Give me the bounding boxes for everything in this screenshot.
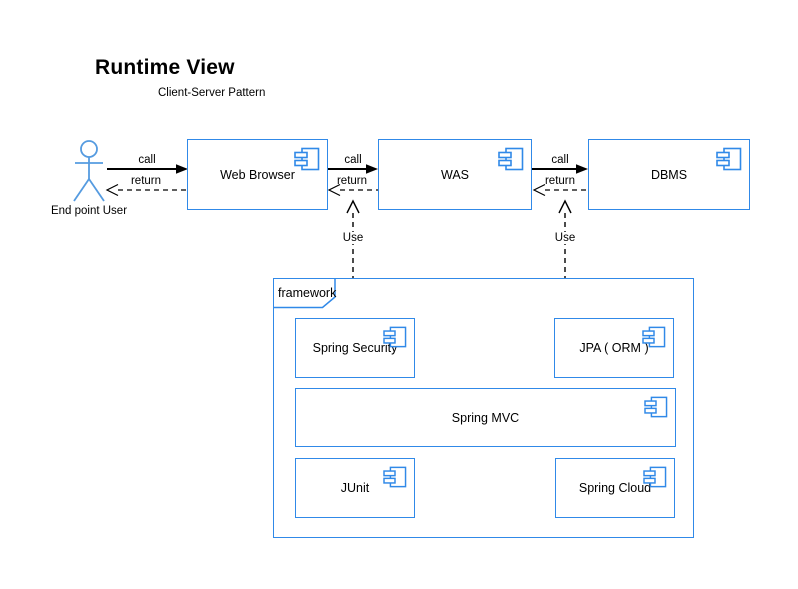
component-label: Spring Security (312, 341, 398, 355)
component-junit: JUnit (295, 458, 415, 518)
component-icon (642, 326, 666, 348)
component-label: Spring MVC (451, 410, 520, 425)
component-label: JUnit (340, 481, 370, 495)
use-label: Use (551, 232, 579, 244)
component-label: Spring Cloud (578, 481, 652, 495)
component-icon (383, 466, 407, 488)
component-spring-security: Spring Security (295, 318, 415, 378)
component-label: DBMS (650, 167, 688, 182)
return-label: return (336, 175, 368, 187)
component-icon (716, 147, 742, 171)
call-arrow-webbrowser-was (328, 164, 378, 174)
framework-tab-outline (273, 279, 336, 309)
component-spring-mvc: Spring MVC (295, 388, 676, 447)
actor-label: End point User (50, 205, 128, 217)
component-label: JPA ( ORM ) (579, 341, 649, 355)
component-icon (383, 326, 407, 348)
call-arrow-was-dbms (532, 164, 588, 174)
call-arrow-user-webbrowser (107, 164, 188, 174)
actor-figure-icon (73, 140, 105, 202)
diagram-title: Runtime View (95, 56, 235, 79)
component-dbms: DBMS (588, 139, 750, 210)
use-arrow-framework-dbms (558, 199, 572, 278)
return-arrow-webbrowser-user (105, 183, 187, 197)
use-arrow-framework-was (346, 199, 360, 278)
component-jpa-orm: JPA ( ORM ) (554, 318, 674, 378)
call-label: call (551, 154, 569, 166)
call-label: call (344, 154, 362, 166)
component-icon (498, 147, 524, 171)
framework-package-label: framework (278, 286, 337, 300)
component-spring-cloud: Spring Cloud (555, 458, 675, 518)
call-label: call (138, 154, 156, 166)
component-label: Web Browser (220, 167, 295, 182)
return-label: return (544, 175, 576, 187)
component-icon (644, 396, 668, 418)
return-label: return (130, 175, 162, 187)
return-arrow-was-webbrowser (327, 183, 378, 197)
component-was: WAS (378, 139, 532, 210)
component-label: WAS (440, 167, 469, 182)
component-icon (643, 466, 667, 488)
component-web-browser: Web Browser (187, 139, 328, 210)
diagram-subtitle: Client-Server Pattern (158, 87, 266, 99)
return-arrow-dbms-was (532, 183, 588, 197)
use-label: Use (339, 232, 367, 244)
component-icon (294, 147, 320, 171)
framework-package (273, 278, 694, 538)
